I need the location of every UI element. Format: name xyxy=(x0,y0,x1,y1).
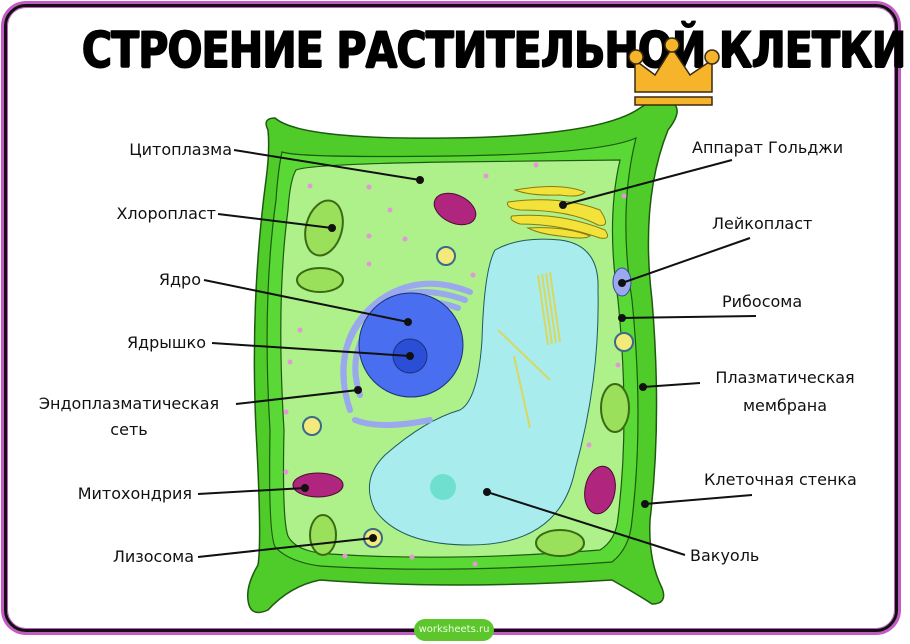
label-er-line1: Эндоплазматическая xyxy=(38,394,220,413)
label-cell-wall: Клеточная стенка xyxy=(704,470,857,489)
label-membrane-line2: мембрана xyxy=(742,396,828,415)
label-leucoplast: Лейкопласт xyxy=(712,214,813,233)
crown-icon xyxy=(628,37,720,106)
vacuole-crystals xyxy=(497,271,561,429)
label-ribosome: Рибосома xyxy=(722,292,803,311)
leader-lines xyxy=(197,149,757,558)
label-er-line2: сеть xyxy=(110,420,148,439)
label-lysosome: Лизосома xyxy=(112,547,194,566)
label-membrane-line1: Плазматическая xyxy=(715,368,855,387)
label-mitochondria: Митохондрия xyxy=(77,484,192,503)
lysosomes xyxy=(302,246,634,548)
vacuole xyxy=(368,238,599,546)
label-vacuole: Вакуоль xyxy=(690,546,760,565)
label-nucleus: Ядро xyxy=(158,270,201,289)
label-cytoplasm: Цитоплазма xyxy=(129,140,232,159)
vacuole-granule xyxy=(430,474,456,500)
watermark: worksheets.ru xyxy=(414,619,494,641)
label-nucleolus: Ядрышко xyxy=(126,333,206,352)
label-chloroplast: Хлоропласт xyxy=(116,204,216,223)
page-title: СТРОЕНИЕ РАСТИТЕЛЬНОЙ КЛЕТКИ xyxy=(81,21,906,79)
ribosomes xyxy=(283,162,627,567)
golgi-apparatus xyxy=(507,185,609,239)
label-golgi: Аппарат Гольджи xyxy=(692,138,844,157)
